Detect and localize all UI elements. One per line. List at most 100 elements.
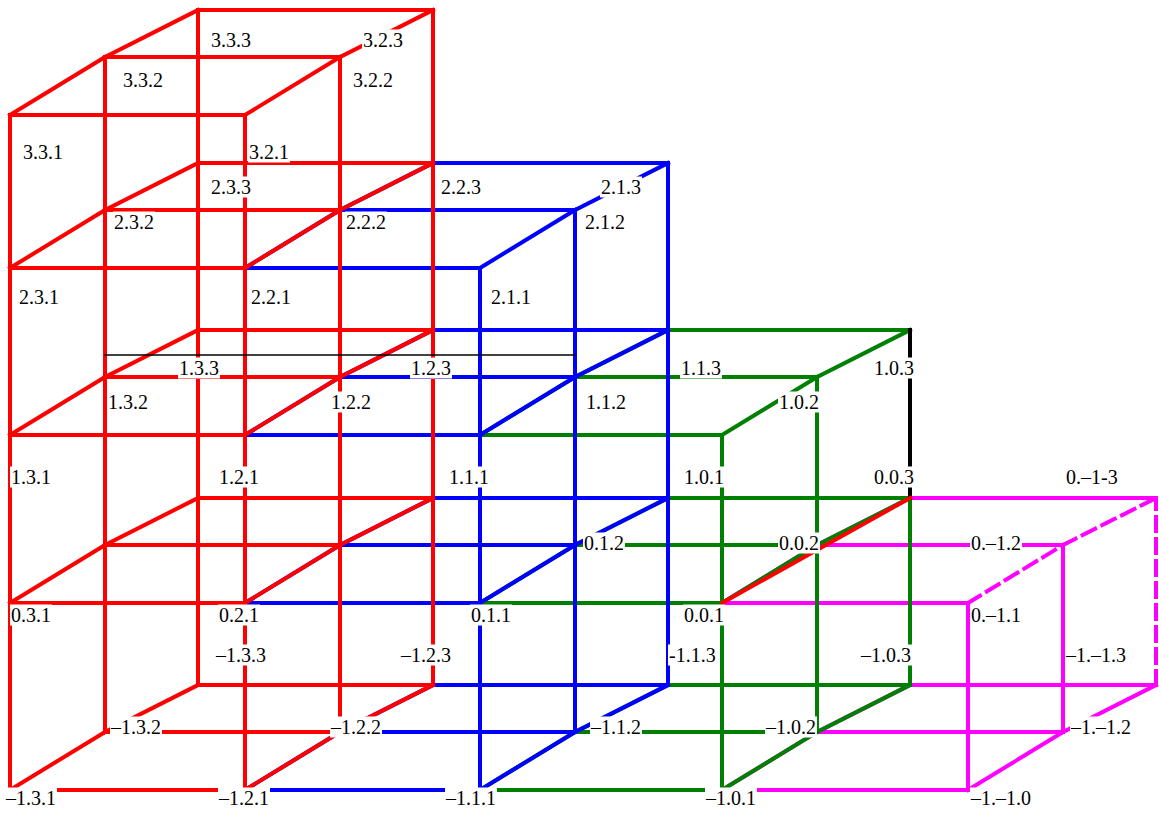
green-block-edge <box>478 435 482 603</box>
red-block-edge <box>196 163 200 330</box>
red-block-edge <box>243 435 247 603</box>
green-block-edge <box>668 683 910 687</box>
vertex-label: 0.–1.2 <box>970 533 1022 554</box>
vertex-label: 1.3.2 <box>107 392 149 413</box>
blue-block-edge <box>575 163 668 210</box>
magenta-block-edge <box>722 788 968 792</box>
magenta-block-edge <box>1063 498 1156 545</box>
red-block-edge <box>243 268 247 435</box>
vertex-label: 0.2.1 <box>218 605 260 626</box>
vertex-label: 2.2.2 <box>345 212 387 233</box>
vertex-label: –1.3.3 <box>215 645 267 666</box>
blue-block-edge <box>480 732 575 790</box>
vertex-label: 2.2.1 <box>250 287 292 308</box>
vertex-label: 0.1.1 <box>470 605 512 626</box>
magenta-block-edge <box>815 545 819 732</box>
red-block-edge <box>245 210 340 268</box>
red-block-edge <box>10 377 105 435</box>
green-block-edge <box>480 732 575 790</box>
blue-block-edge <box>573 377 577 545</box>
magenta-block-edge <box>1154 498 1158 685</box>
blue-block-edge <box>478 603 482 790</box>
blue-block-edge <box>245 210 340 268</box>
green-block-edge <box>480 788 722 792</box>
vertex-label: 1.2.2 <box>330 392 372 413</box>
blue-block-edge <box>573 210 577 377</box>
red-block-edge <box>340 163 433 210</box>
red-block-edge <box>338 57 342 210</box>
vertex-label: 0.0.3 <box>873 467 915 488</box>
vertex-label: 2.2.3 <box>440 177 482 198</box>
blue-block-edge <box>243 603 247 790</box>
vertex-label: 2.3.1 <box>18 287 60 308</box>
green-block-edge <box>573 377 577 545</box>
vertex-label: 1.3.1 <box>10 467 52 488</box>
red-block-edge <box>103 210 107 377</box>
vertex-label: –1.3.2 <box>110 717 162 738</box>
blue-block-edge <box>478 268 482 435</box>
red-block-edge <box>245 57 340 115</box>
blue-block-edge <box>338 210 342 377</box>
blue-block-edge <box>433 683 668 687</box>
vertex-label: 0.1.2 <box>583 533 625 554</box>
vertex-label: 1.1.3 <box>680 358 722 379</box>
red-block-edge <box>10 433 245 437</box>
magenta-block-edge <box>817 730 1063 734</box>
green-block-edge <box>478 603 482 790</box>
magenta-block-edge <box>968 732 1063 790</box>
vertex-label: 1.0.1 <box>683 467 725 488</box>
green-block-edge <box>666 330 670 498</box>
vertex-label: 3.3.2 <box>122 70 164 91</box>
green-block-edge <box>668 328 910 332</box>
vertex-label: 1.1.1 <box>448 467 490 488</box>
vertex-label: 1.2.3 <box>410 358 452 379</box>
vertex-label: 2.1.1 <box>490 287 532 308</box>
blue-block-edge <box>340 375 575 379</box>
green-block-edge <box>480 377 575 435</box>
vertex-label: –1.2.2 <box>330 717 382 738</box>
red-block-edge <box>105 498 198 545</box>
blue-block-edge <box>480 545 575 603</box>
red-block-edge <box>10 545 105 603</box>
blue-block-edge <box>478 435 482 603</box>
red-block-edge <box>8 603 12 790</box>
blue-block-edge <box>245 266 480 270</box>
blue-block-edge <box>245 545 340 603</box>
magenta-block-edge <box>968 545 1063 603</box>
blue-block-edge <box>340 498 433 545</box>
thin-line <box>105 354 575 356</box>
vertex-label: -1.1.3 <box>668 645 717 666</box>
magenta-block-edge <box>722 732 817 790</box>
highlight-edge <box>722 498 910 603</box>
green-block-edge <box>575 330 668 377</box>
red-block-edge <box>245 732 340 790</box>
vertex-label: –1.–1.0 <box>970 788 1032 809</box>
red-block-edge <box>198 683 433 687</box>
red-block-edge <box>198 8 433 12</box>
vertex-label: 0.–1-3 <box>1065 467 1119 488</box>
blue-block-edge <box>480 377 575 435</box>
blue-block-edge <box>245 433 480 437</box>
vertex-label: 0.0.1 <box>683 605 725 626</box>
blue-block-edge <box>243 435 247 603</box>
vertex-label: 2.1.3 <box>600 177 642 198</box>
magenta-block-edge <box>910 496 1156 500</box>
vertex-label: 1.1.2 <box>585 392 627 413</box>
blue-block-edge <box>243 268 247 435</box>
blue-block-edge <box>573 545 577 732</box>
red-block-edge <box>103 545 107 732</box>
red-block-edge <box>105 543 340 547</box>
vertex-label: 2.3.3 <box>210 177 252 198</box>
vertex-label: –1.0.2 <box>765 717 817 738</box>
magenta-block-edge <box>817 685 910 732</box>
red-block-edge <box>431 163 435 330</box>
red-block-edge <box>196 10 200 163</box>
vertex-label: 1.3.3 <box>178 358 220 379</box>
vertex-label: –1.1.1 <box>445 788 497 809</box>
vertex-label: –1.2.1 <box>218 788 270 809</box>
blue-block-edge <box>480 210 575 268</box>
vertex-label: –1.–1.2 <box>1070 717 1132 738</box>
green-block-edge <box>817 685 910 732</box>
